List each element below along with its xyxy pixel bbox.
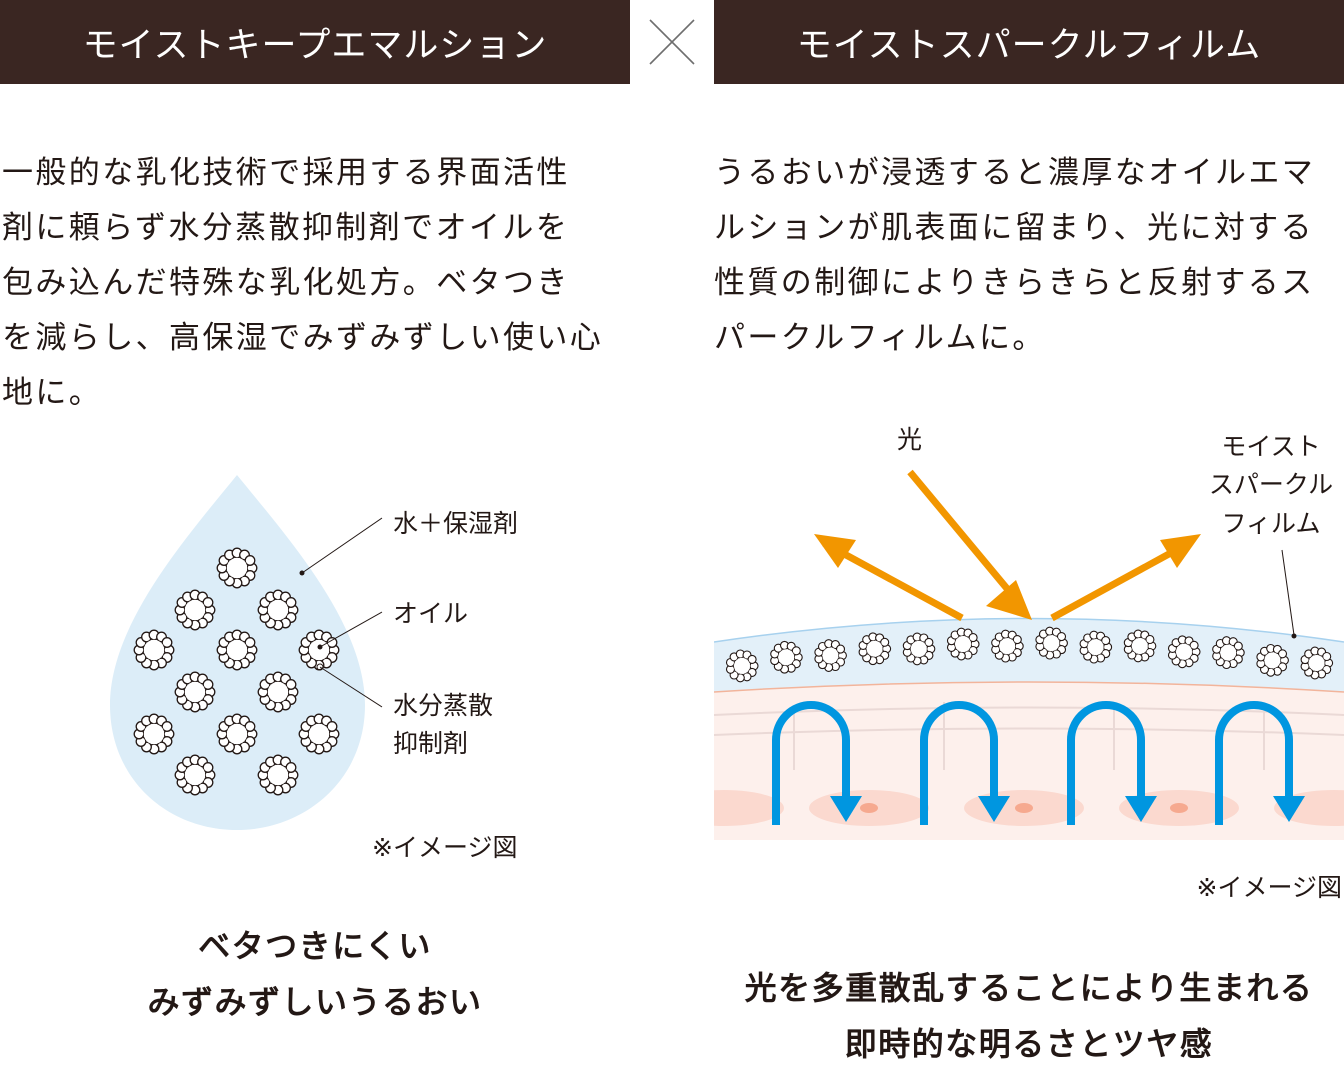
oil-cluster (814, 639, 847, 672)
oil-cluster (946, 627, 980, 661)
oil-cluster (216, 713, 258, 755)
left-image-note: ※イメージ図 (372, 833, 518, 862)
right-description: うるおいが浸透すると濃厚なオイルエマ ルションが肌表面に留まり、光に対する 性質… (714, 155, 1316, 356)
oil-cluster (216, 629, 258, 671)
oil-cluster (902, 632, 936, 666)
orange-light-arrows (822, 469, 1191, 622)
right-image-note: ※イメージ図 (1196, 873, 1342, 902)
oil-cluster (1079, 630, 1113, 664)
oil-cluster (1256, 643, 1289, 677)
oil-cluster (858, 632, 892, 666)
oil-cluster (257, 754, 299, 796)
right-panel-title: モイストスパークルフィルム (714, 0, 1344, 84)
film-oil-cluster-group (725, 626, 1334, 683)
label-inhibitor-line1: 水分蒸散 (393, 691, 493, 720)
sparkle-film-diagram: 光 モイスト スパークル フィルム (714, 425, 1344, 910)
label-water-humectant: 水＋保湿剤 (393, 509, 518, 538)
oil-cluster (770, 640, 803, 674)
left-conclusion-line1: ベタつきにくい (198, 927, 432, 965)
oil-cluster (298, 713, 340, 755)
label-film-line3: フィルム (1221, 509, 1320, 538)
label-film-line2: スパークル (1209, 470, 1333, 499)
label-film-line1: モイスト (1221, 432, 1320, 461)
label-inhibitor-line2: 抑制剤 (393, 729, 468, 758)
left-conclusion: ベタつきにくい みずみずしいうるおい (0, 918, 630, 1030)
oil-cluster (298, 629, 340, 671)
oil-cluster-group (133, 547, 340, 796)
oil-cluster (174, 589, 216, 631)
oil-cluster (1035, 626, 1068, 660)
label-light: 光 (897, 425, 922, 454)
oil-cluster (1300, 646, 1334, 680)
oil-cluster (1212, 636, 1245, 670)
oil-cluster (257, 671, 299, 713)
oil-cluster (257, 589, 299, 631)
cross-icon (649, 19, 695, 65)
oil-cluster (133, 629, 175, 671)
oil-cluster (133, 713, 175, 755)
oil-cluster (1123, 629, 1157, 663)
label-oil: オイル (393, 599, 468, 628)
right-conclusion-line1: 光を多重散乱することにより生まれる (744, 969, 1314, 1007)
emulsion-droplet-diagram: 水＋保湿剤 オイル 水分蒸散 抑制剤 (110, 475, 518, 830)
right-conclusion-line2: 即時的な明るさとツヤ感 (844, 1025, 1214, 1063)
left-panel-title: モイストキープエマルション (0, 0, 630, 84)
oil-cluster (991, 629, 1024, 663)
oil-cluster (725, 649, 759, 683)
blue-penetration-arrows (772, 701, 1293, 825)
left-description: 一般的な乳化技術で採用する界面活性 剤に頼らず水分蒸散抑制剤でオイルを 包み込ん… (2, 155, 604, 411)
oil-cluster (216, 547, 258, 589)
oil-cluster (1167, 635, 1201, 669)
left-conclusion-line2: みずみずしいうるおい (147, 983, 483, 1021)
oil-cluster (174, 754, 216, 796)
right-conclusion: 光を多重散乱することにより生まれる 即時的な明るさとツヤ感 (714, 960, 1344, 1072)
oil-cluster (174, 671, 216, 713)
